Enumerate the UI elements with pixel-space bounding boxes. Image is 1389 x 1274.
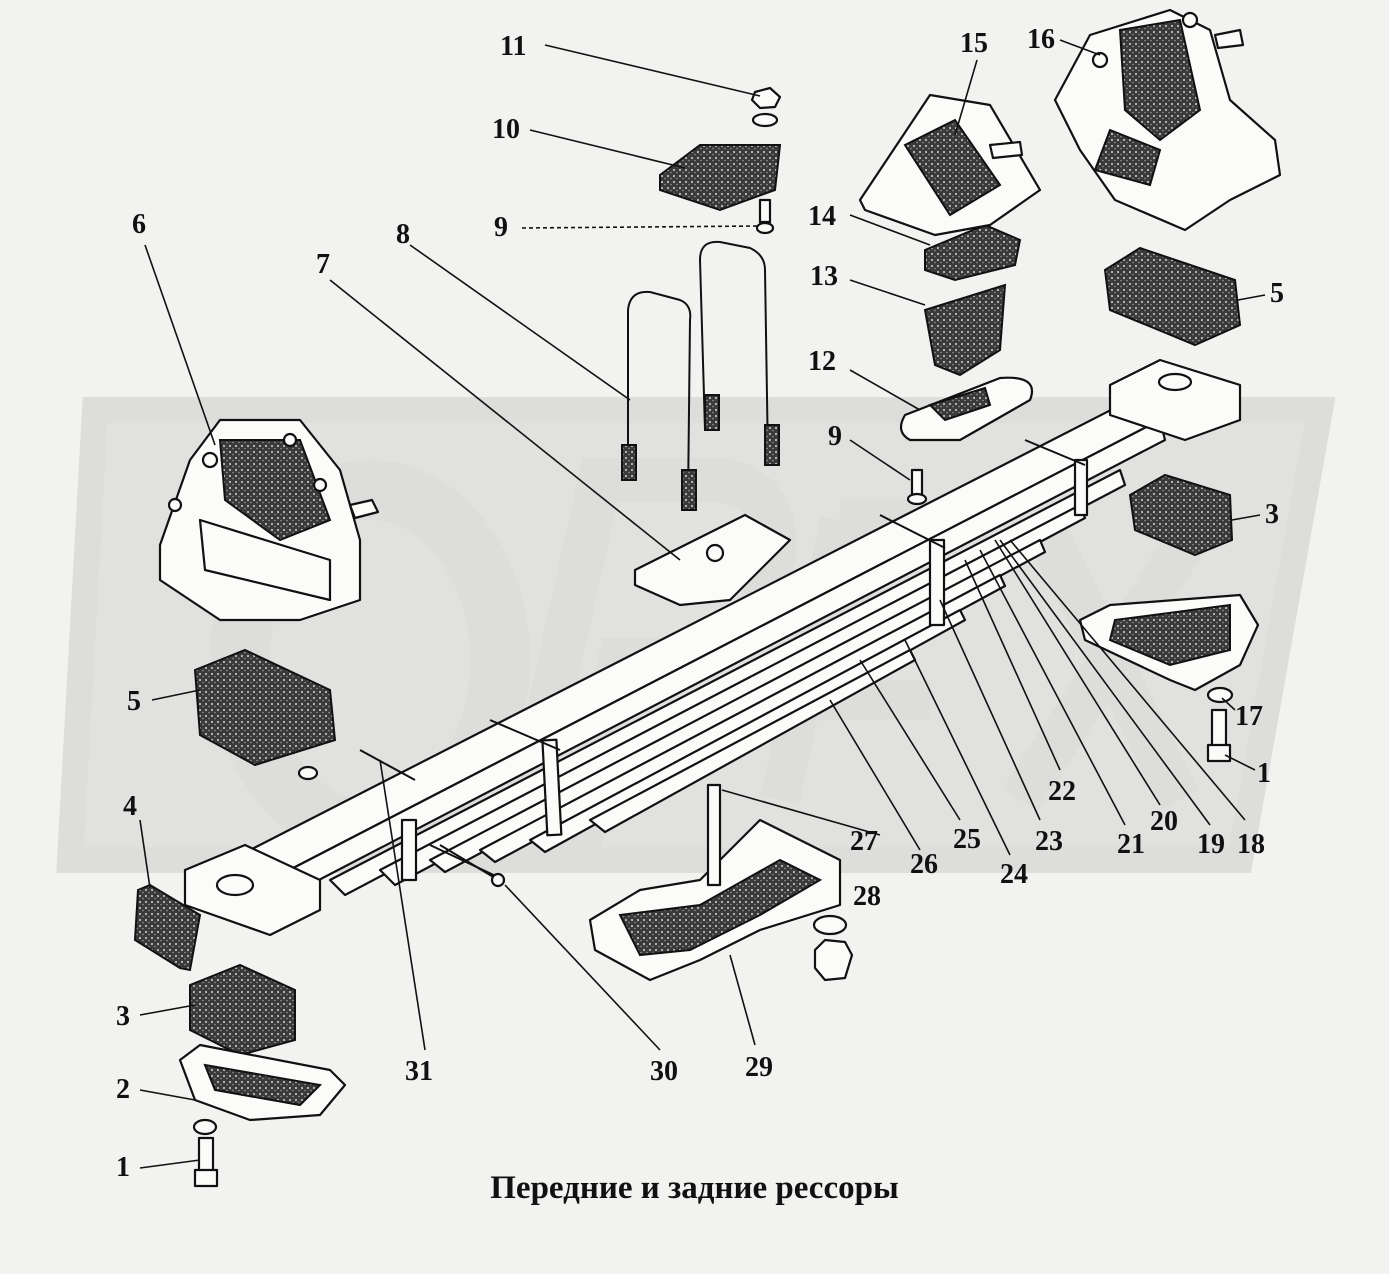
callout-27: 27 bbox=[850, 826, 878, 857]
callout-5b: 5 bbox=[1270, 278, 1284, 309]
callout-23: 23 bbox=[1035, 826, 1063, 857]
spring-seat bbox=[588, 783, 854, 982]
rear-bracket bbox=[1053, 8, 1282, 232]
rubber-cushion-left bbox=[193, 648, 337, 781]
callout-29: 29 bbox=[745, 1052, 773, 1083]
callout-25: 25 bbox=[953, 824, 981, 855]
rubber-cushion-right bbox=[1103, 246, 1242, 557]
callout-5: 5 bbox=[127, 686, 141, 717]
callout-28: 28 bbox=[853, 881, 881, 912]
bump-stop-assembly bbox=[858, 93, 1042, 506]
callout-14: 14 bbox=[808, 201, 836, 232]
callout-15: 15 bbox=[960, 28, 988, 59]
callout-26: 26 bbox=[910, 849, 938, 880]
callout-12: 12 bbox=[808, 346, 836, 377]
callout-7: 7 bbox=[316, 249, 330, 280]
callout-9b: 9 bbox=[828, 421, 842, 452]
callout-labels: 11 10 9 8 7 6 5 4 3 2 1 31 30 29 28 27 2… bbox=[116, 24, 1284, 1183]
callout-31: 31 bbox=[405, 1056, 433, 1087]
front-bracket bbox=[158, 418, 380, 622]
callout-11: 11 bbox=[500, 31, 526, 62]
centre-bolt bbox=[439, 844, 506, 888]
callout-10: 10 bbox=[492, 114, 520, 145]
callout-6: 6 bbox=[132, 209, 146, 240]
callout-21: 21 bbox=[1117, 829, 1145, 860]
callout-13: 13 bbox=[810, 261, 838, 292]
figure-caption: Передние и задние рессоры bbox=[490, 1170, 899, 1206]
clamp-plate-group bbox=[659, 86, 782, 235]
rubber-cushion-lower-left bbox=[189, 963, 296, 1057]
leader-lines bbox=[139, 39, 1266, 1169]
callout-18: 18 bbox=[1237, 829, 1265, 860]
callout-16: 16 bbox=[1027, 24, 1055, 55]
callout-17: 17 bbox=[1235, 701, 1263, 732]
callout-1: 1 bbox=[116, 1152, 130, 1183]
u-bolts bbox=[621, 240, 780, 511]
callout-2: 2 bbox=[116, 1074, 130, 1105]
bracket-cover-right bbox=[1078, 593, 1260, 763]
callout-3b: 3 bbox=[1265, 499, 1279, 530]
spring-pad bbox=[633, 513, 792, 607]
callout-30: 30 bbox=[650, 1056, 678, 1087]
leaf-spring-assembly bbox=[183, 358, 1242, 937]
callout-1b: 1 bbox=[1257, 758, 1271, 789]
callout-19: 19 bbox=[1197, 829, 1225, 860]
callout-24: 24 bbox=[1000, 859, 1028, 890]
callout-3: 3 bbox=[116, 1001, 130, 1032]
callout-9: 9 bbox=[494, 212, 508, 243]
callout-4: 4 bbox=[123, 791, 137, 822]
bracket-cover-left bbox=[178, 1043, 347, 1188]
callout-22: 22 bbox=[1048, 776, 1076, 807]
callout-20: 20 bbox=[1150, 806, 1178, 837]
callout-8: 8 bbox=[396, 219, 410, 250]
